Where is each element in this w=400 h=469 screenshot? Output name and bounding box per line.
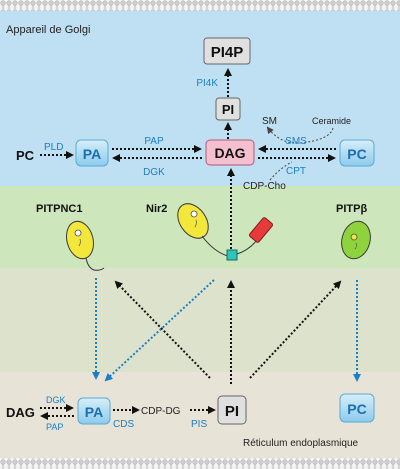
golgi-pa-box — [75, 139, 109, 167]
cds-label: CDS — [113, 419, 134, 430]
golgi-dgk-label: DGK — [143, 167, 165, 178]
pi4k-label: PI4K — [196, 78, 218, 89]
pitpnc1-label: PITPNC1 — [36, 203, 82, 215]
nir2-lipid-icon — [190, 210, 198, 228]
er-membrane — [0, 458, 400, 469]
pitpb-label: PITPβ — [336, 203, 367, 215]
golgi-pc-left-label: PC — [16, 148, 35, 163]
pitpnc1-lipid-icon — [74, 229, 82, 247]
er-pc-label: PC — [347, 401, 366, 417]
pitpnc1-tail — [85, 257, 105, 271]
nir2-red-domain — [249, 217, 273, 243]
er-dag-label: DAG — [6, 405, 35, 420]
er-pi-box — [217, 395, 247, 425]
golgi-pi-label: PI — [222, 102, 234, 117]
golgi-dag-label: DAG — [214, 145, 245, 161]
pi4p-label: PI4P — [211, 44, 244, 61]
pitpb-lipid-icon — [350, 233, 358, 250]
er-label: Réticulum endoplasmique — [243, 438, 359, 449]
golgi-pap-label: PAP — [144, 136, 164, 147]
nir2-pa-transfer-arrow — [104, 279, 215, 382]
pi4p-box — [203, 37, 251, 65]
golgi-dag-box — [205, 139, 255, 166]
nir2-linker-left — [201, 235, 229, 257]
pitpb-protein — [341, 220, 371, 260]
er-pa-label: PA — [85, 404, 103, 420]
er-pa-box — [77, 397, 111, 425]
cdp-dg-label: CDP-DG — [141, 406, 181, 417]
ceramide-label: Ceramide — [312, 116, 351, 126]
golgi-label: Appareil de Golgi — [6, 24, 90, 36]
er-pap-label: PAP — [46, 422, 63, 432]
golgi-membrane — [0, 0, 400, 11]
er-dgk-label: DGK — [46, 395, 66, 405]
golgi-pi-box — [215, 97, 241, 121]
sm-label: SM — [262, 116, 277, 127]
er-to-pitpb-arrow — [249, 280, 342, 379]
pis-label: PIS — [191, 419, 207, 430]
cytosol-er-gradient — [0, 268, 400, 378]
pld-label: PLD — [44, 142, 63, 153]
er-pi-label: PI — [225, 403, 239, 420]
nir2-fft-domain — [226, 249, 238, 261]
er-pc-box — [339, 393, 375, 423]
nir2-label: Nir2 — [146, 203, 167, 215]
golgi-pc-right-box — [339, 139, 375, 167]
cpt-label: CPT — [286, 166, 306, 177]
sms-label: SMS — [285, 136, 307, 147]
golgi-pa-label: PA — [83, 146, 101, 162]
er-region — [0, 372, 400, 458]
cdp-cho-label: CDP-Cho — [243, 181, 286, 192]
golgi-pc-right-label: PC — [347, 146, 366, 162]
nir2-protein — [177, 203, 209, 239]
